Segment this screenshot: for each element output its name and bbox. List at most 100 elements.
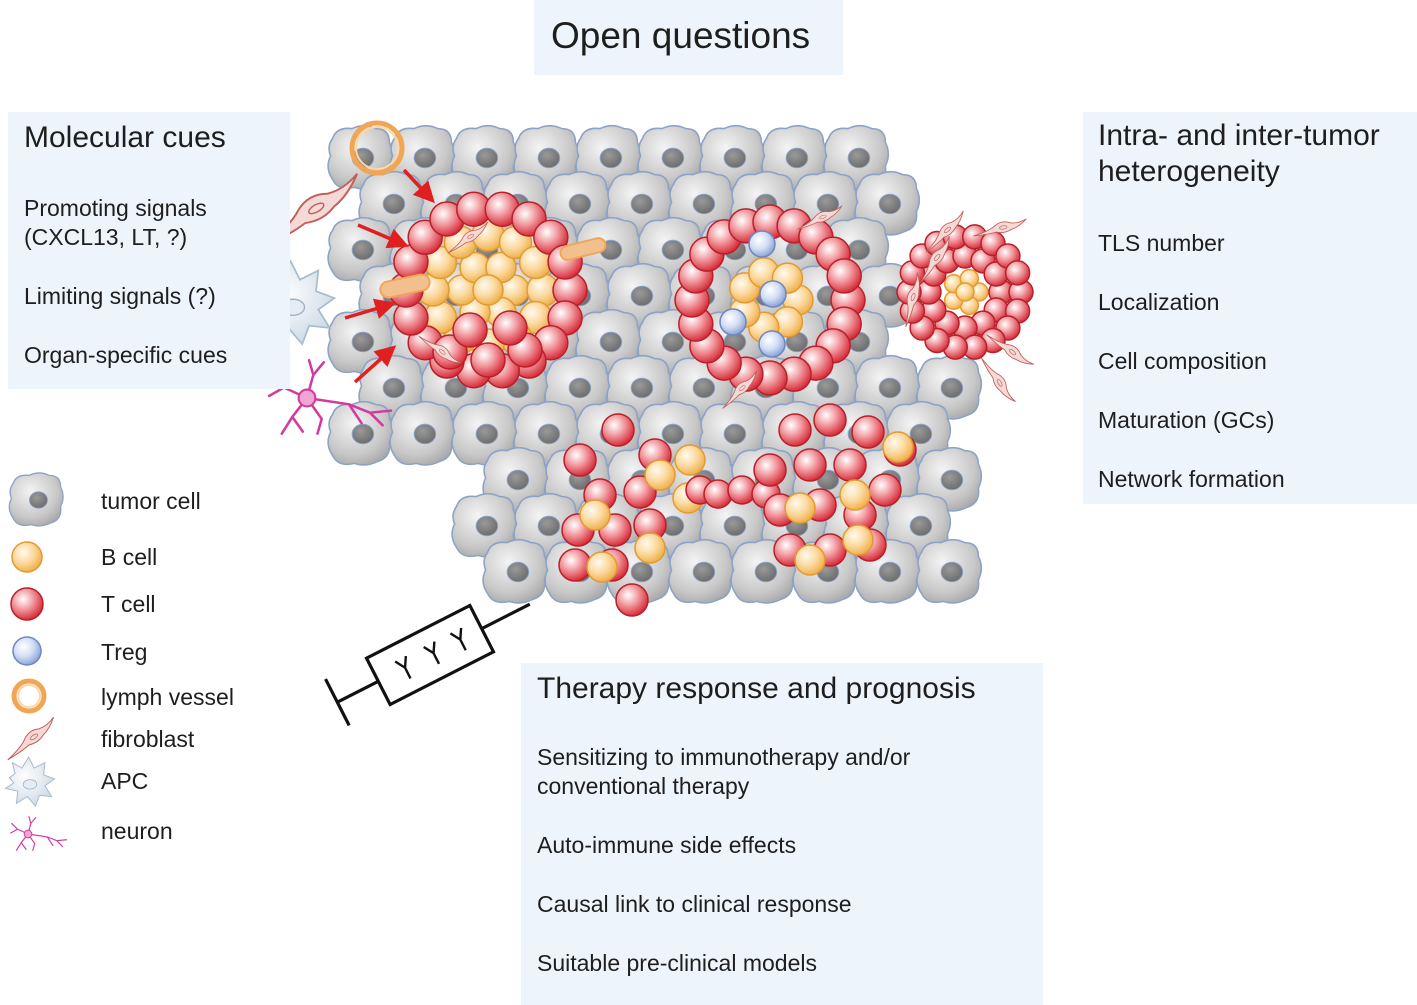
t-cell — [813, 403, 847, 437]
neuron — [267, 358, 393, 435]
t-cell — [1004, 260, 1031, 286]
tumor-cell — [916, 354, 983, 420]
signal-arrow — [353, 345, 397, 384]
title-panel: Open questions — [534, 0, 843, 75]
t-cell — [470, 342, 506, 378]
fibroblast — [797, 205, 843, 230]
legend-icons — [4, 472, 67, 851]
t-cell — [727, 475, 757, 505]
t-cell — [492, 310, 528, 346]
page-title: Open questions — [551, 15, 811, 56]
molecular-cue-item: Organ-specific cues — [24, 342, 228, 368]
b-cell — [579, 499, 611, 531]
treg-cell — [759, 280, 787, 308]
treg-icon — [12, 636, 42, 666]
apc-icon — [4, 756, 56, 808]
tumor-cell — [761, 124, 828, 190]
tumor-cell — [482, 446, 549, 512]
t-cell — [703, 479, 733, 509]
fibroblast — [905, 272, 920, 328]
b-cell — [955, 282, 975, 302]
fibroblast — [925, 210, 964, 253]
tumor-cell — [699, 124, 766, 190]
t-cell — [851, 415, 885, 449]
b-cell — [784, 492, 816, 524]
t-cell — [558, 548, 592, 582]
tumor-cell — [389, 400, 456, 466]
fibroblast — [986, 334, 1035, 365]
b-cell — [839, 479, 871, 511]
tumor-cell — [916, 446, 983, 512]
tls-clusters — [388, 191, 1034, 617]
tumor-cell — [606, 170, 673, 236]
t-cell — [778, 413, 812, 447]
molecular-cues-heading: Molecular cues — [24, 121, 226, 154]
heterogeneity-item: Cell composition — [1098, 348, 1267, 374]
t-cell — [753, 453, 787, 487]
therapy-item: Suitable pre-clinical models — [537, 950, 817, 976]
molecular-cue-item: Limiting signals (?) — [24, 283, 216, 309]
heterogeneity-item: Localization — [1098, 289, 1220, 315]
t-cell — [868, 473, 902, 507]
b-cell — [586, 551, 618, 583]
t-cell — [833, 448, 867, 482]
tumor-cell — [699, 400, 766, 466]
signal-arrow — [357, 223, 409, 249]
t-cell — [826, 258, 862, 294]
fibroblast — [919, 235, 950, 284]
legend-label-apc: APC — [101, 768, 149, 794]
fibroblast — [418, 335, 462, 364]
molecular-cues-panel: Molecular cues Promoting signals (CXCL13… — [8, 112, 290, 389]
heterogeneity-item: TLS number — [1098, 230, 1225, 256]
t-cell-icon — [10, 587, 44, 621]
treg-cell — [758, 330, 786, 358]
t-cell — [793, 448, 827, 482]
t-cell — [615, 583, 649, 617]
tumor-cell — [513, 124, 580, 190]
therapy-panel: Therapy response and prognosis Sensitizi… — [521, 663, 1043, 1005]
tumor-cell — [482, 538, 549, 604]
fibroblast — [722, 370, 757, 409]
b-cell — [674, 444, 706, 476]
tumor-cell — [358, 170, 425, 236]
treg-cell — [748, 230, 776, 258]
signal-arrow — [344, 298, 397, 320]
legend-label-lymph-vessel: lymph vessel — [101, 684, 234, 710]
tumor-cell — [668, 170, 735, 236]
b-cell — [472, 274, 504, 306]
antibody-icon — [394, 655, 412, 679]
tumor-cell — [916, 538, 983, 604]
lymph-vessel-icon — [11, 678, 47, 714]
therapy-item: Auto-immune side effects — [537, 832, 797, 858]
t-cell — [601, 413, 635, 447]
lymph-vessel-tube — [559, 237, 607, 261]
fibroblast — [973, 218, 1027, 237]
therapy-item: Sensitizing to immunotherapy and/or conv… — [537, 744, 911, 799]
tumor-cell — [513, 492, 580, 558]
t-cell — [563, 443, 597, 477]
therapy-item: Causal link to clinical response — [537, 891, 852, 917]
molecular-cue-item: Promoting signals (CXCL13, LT, ?) — [24, 195, 207, 250]
b-cell — [644, 459, 676, 491]
tumor-cell — [451, 400, 518, 466]
b-cell — [794, 544, 826, 576]
tumor-cell — [854, 170, 921, 236]
legend-label-fibroblast: fibroblast — [101, 726, 195, 752]
fibroblast-icon — [7, 716, 55, 761]
b-cell — [842, 524, 874, 556]
signal-arrow — [402, 168, 435, 204]
legend-label-t-cell: T cell — [101, 591, 156, 617]
syringe-icon — [324, 602, 531, 727]
b-cell — [634, 532, 666, 564]
antibody-icon — [449, 627, 467, 651]
fibroblast — [980, 357, 1016, 403]
lymph-vessel — [349, 120, 405, 176]
therapy-heading: Therapy response and prognosis — [537, 672, 976, 705]
tumor-cell — [513, 400, 580, 466]
tumor-cell — [451, 492, 518, 558]
treg-cell — [719, 308, 747, 336]
legend-label-treg: Treg — [101, 639, 148, 665]
fibroblast — [447, 221, 489, 254]
b-cell-icon — [11, 541, 43, 573]
neuron-icon — [10, 816, 67, 851]
